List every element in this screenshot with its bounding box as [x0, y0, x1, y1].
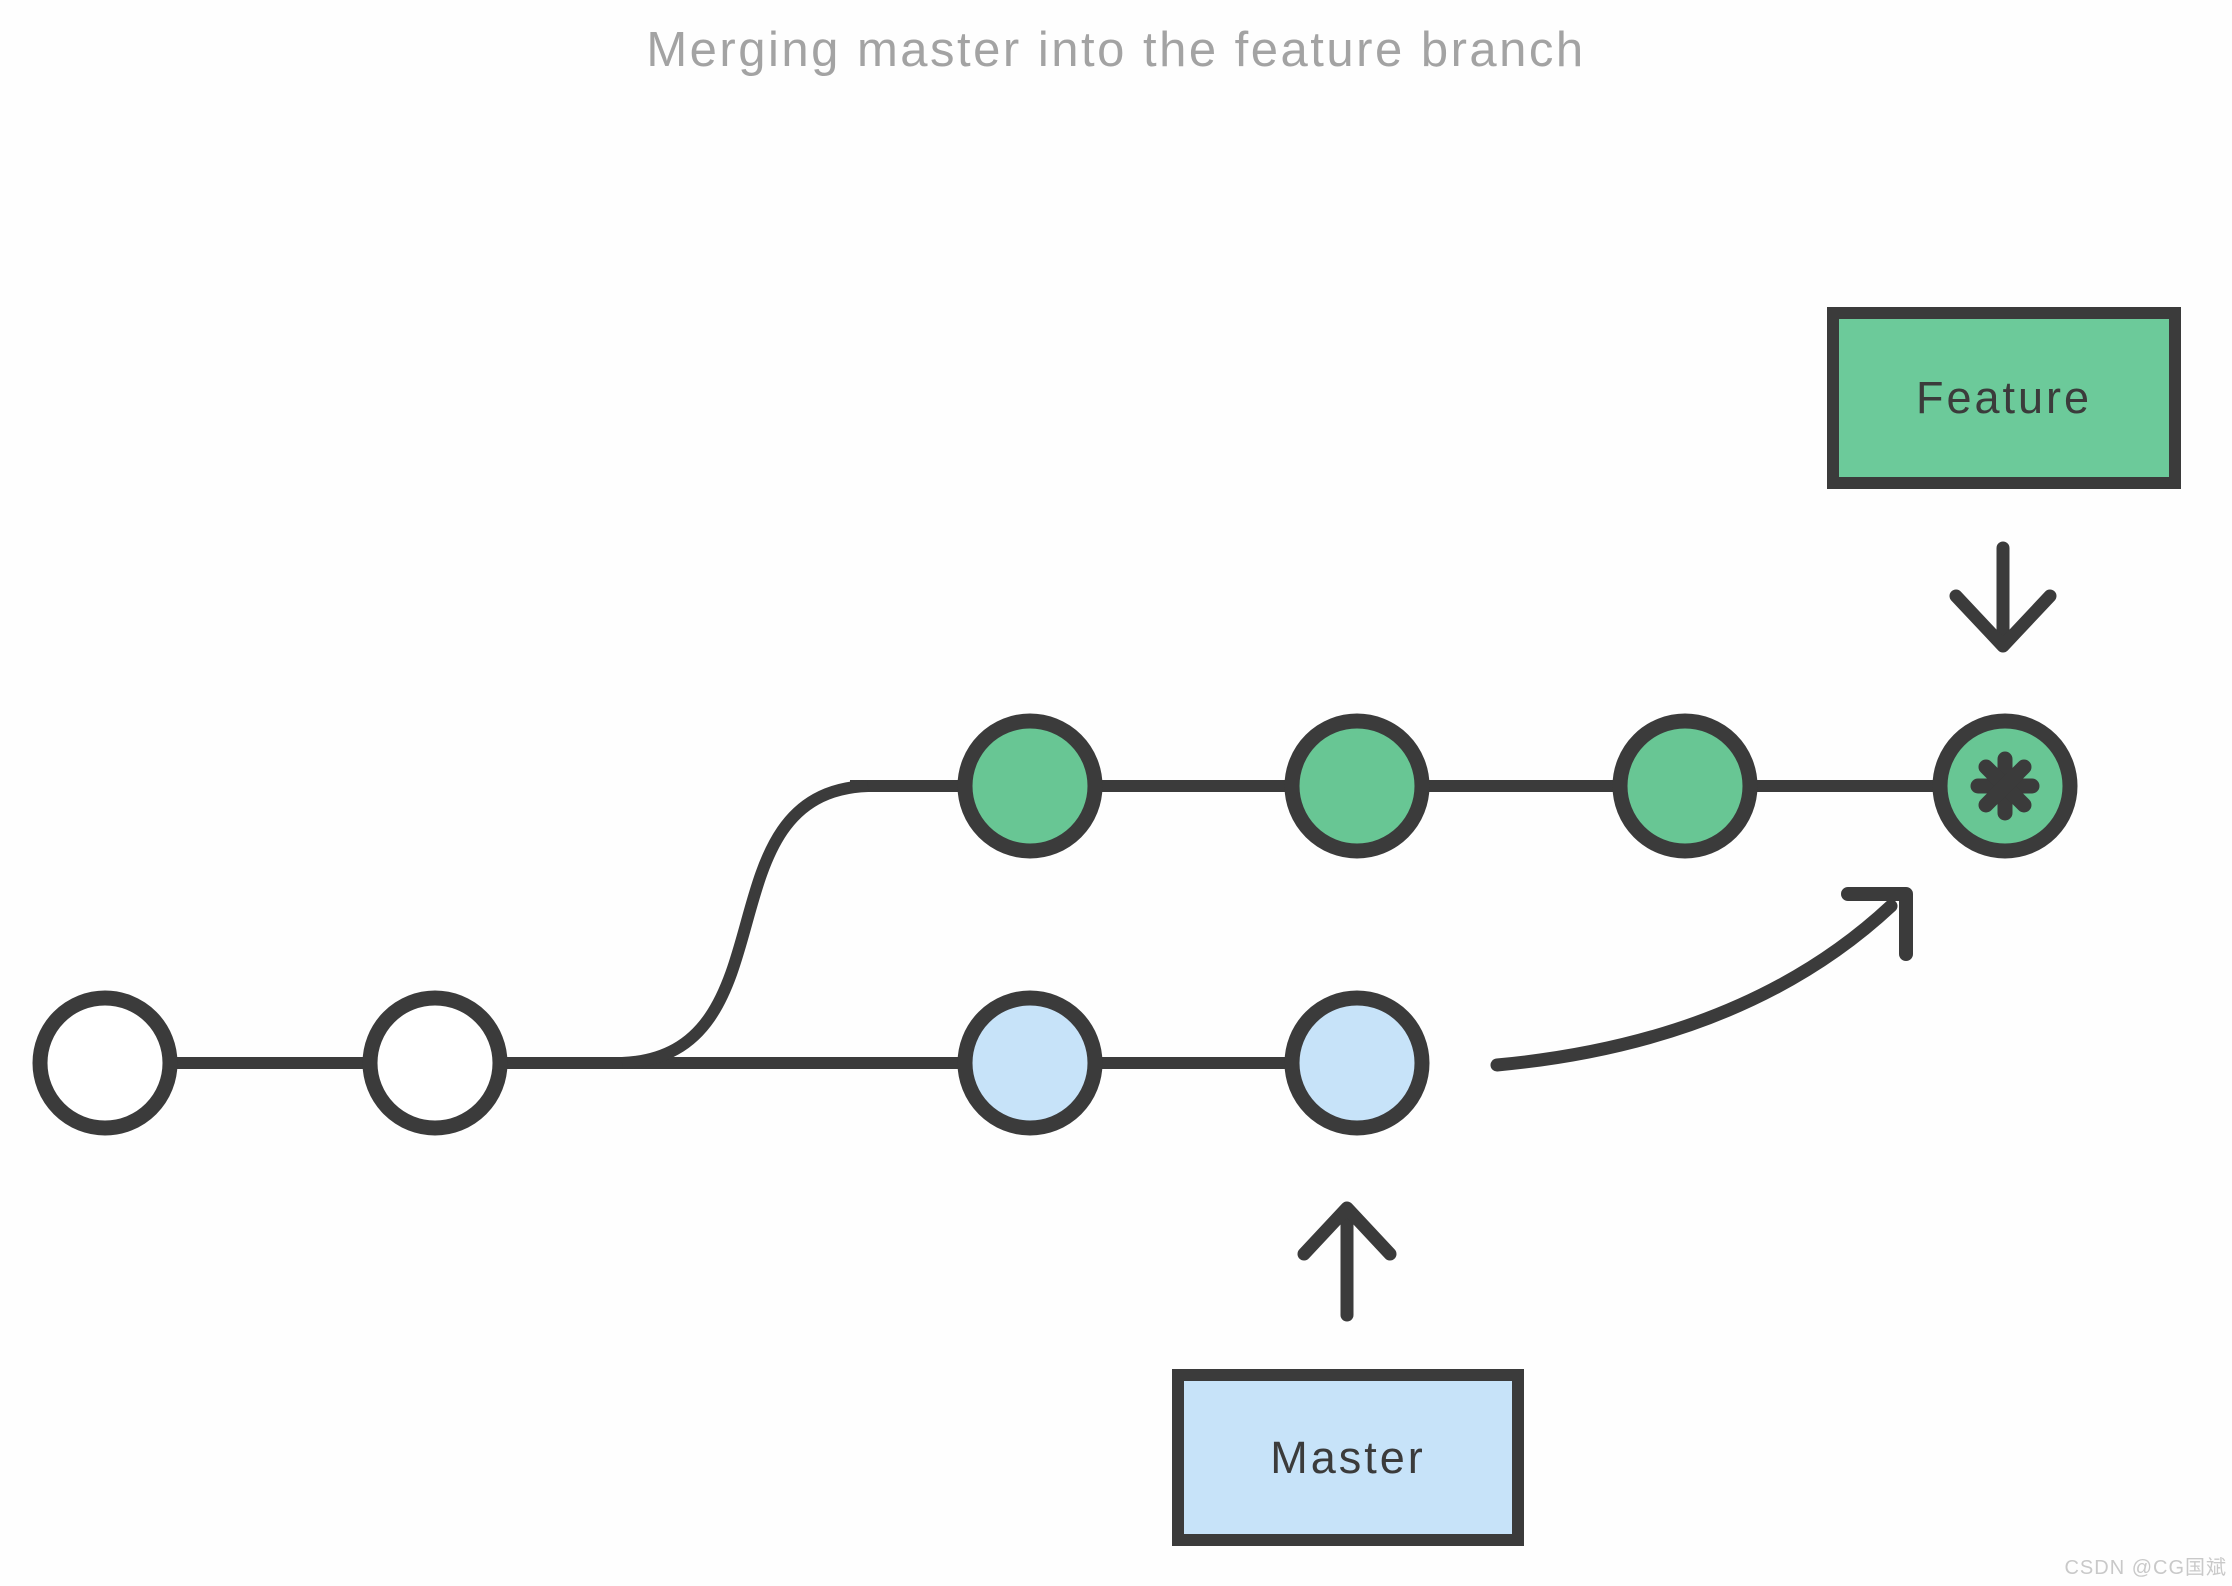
watermark: CSDN @CG国斌 — [2064, 1557, 2227, 1579]
master-pointer-arrow-icon — [1297, 1201, 1397, 1322]
commit-node-base-1 — [32, 990, 178, 1136]
feature-label: Feature — [1915, 372, 2093, 423]
commit-node-feature-1 — [957, 713, 1103, 859]
diagram-title: Merging master into the feature branch — [646, 23, 1586, 77]
feature-pointer-arrow-icon — [1949, 541, 2057, 653]
commit-node-master-1 — [957, 990, 1103, 1136]
master-label: Master — [1270, 1431, 1426, 1483]
merge-arrowhead-icon — [1841, 887, 1913, 961]
commit-node-feature-2 — [1284, 713, 1430, 859]
commit-node-feature-3 — [1612, 713, 1758, 859]
merge-asterisk-icon — [1970, 751, 2040, 821]
feature-label-box: Feature — [1827, 307, 2181, 489]
commit-node-master-2 — [1284, 990, 1430, 1136]
commit-node-base-2 — [362, 990, 508, 1136]
merge-arrow-curve — [1490, 899, 1898, 1072]
master-label-box: Master — [1172, 1369, 1524, 1546]
branch-split-curve — [621, 780, 869, 1069]
